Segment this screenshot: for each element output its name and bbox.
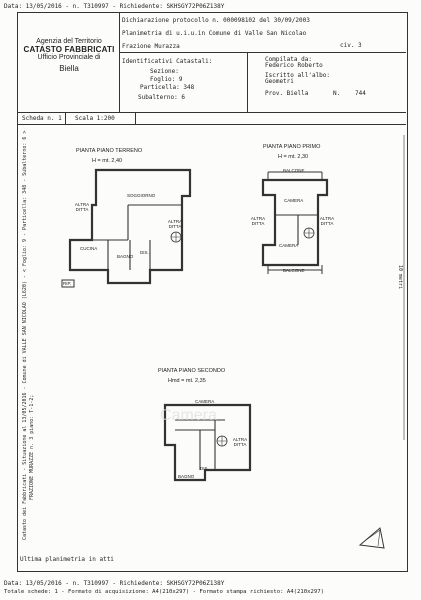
room-dis-secondo: DIS. [200,466,209,471]
header-block [17,12,406,126]
n-label: N. [333,90,341,97]
room-bagno-terreno: BAGNO [117,254,134,259]
planimetria-text: Planimetria di u.i.u.in Comune di Valle … [122,30,307,37]
sezione: Sezione: [150,68,179,75]
agency-title: Agenzia del Territorio CATASTO FABBRICAT… [20,38,118,73]
svg-text:Camera: Camera [160,407,217,424]
room-camera-secondo: CAMERA [195,399,215,404]
subalterno: Subalterno: 6 [138,94,185,101]
plan-terreno-title: PIANTA PIANO TERRENO [76,148,143,154]
compilata-title: Compilata da: [265,56,312,63]
compilata-name: Federico Roberto [265,62,323,69]
albo: Geometri [265,78,294,85]
n-value: 744 [355,90,366,97]
civ-text: civ. 3 [340,42,362,49]
room-bagno-secondo: BAGNO [178,474,195,479]
scheda: Scheda n. 1 [22,115,62,122]
agency-line2: CATASTO FABBRICATI [23,45,115,54]
bottom-stamp: Data: 13/05/2016 - n. T310997 - Richiede… [4,580,225,587]
plan-terreno-height: H = mt. 2,40 [92,158,123,164]
agency-line1: Agenzia del Territorio [36,38,102,45]
iscritto: Iscritto all'albo: [265,72,331,79]
plan-secondo-height: Hmd = mt. 2,35 [168,378,206,384]
foglio: Foglio: 9 [150,76,183,83]
room-balcone-bottom: BALCONE [283,268,305,273]
scala: Scala 1:200 [75,115,115,122]
ultima-planimetria: Ultima planimetria in atti [20,556,114,563]
room-balcone-top: BALCONE [283,168,305,173]
document-frame [17,12,408,572]
plan-primo-title: PIANTA PIANO PRIMO [263,144,321,150]
plan-secondo-title: PIANTA PIANO SECONDO [158,368,226,374]
top-stamp: Data: 13/05/2016 - n. T310997 - Richiede… [4,3,225,10]
bottom-totale: Totale schede: 1 - Formato di acquisizio… [4,589,324,595]
room-camera-primo-1: CAMERA [284,198,304,203]
frazione-text: Frazione Murazza [122,43,180,50]
room-cucina: CUCINA [80,246,98,251]
room-rip: RIP. [63,281,72,286]
room-dis-terreno: DIS. [140,250,149,255]
agency-line4: Biella [59,64,79,73]
protocol-text: Dichiarazione protocollo n. 000098102 de… [122,17,310,24]
particella: Particella: 348 [140,84,195,91]
plan-primo-height: H = mt. 2,30 [278,154,309,160]
prov: Prov. Biella [265,90,309,97]
room-soggiorno: SOGGIORNO [127,193,156,198]
room-camera-primo-2: CAMERA [279,243,299,248]
agency-line3: Ufficio Provinciale di [37,54,101,61]
identificativi-title: Identificativi Catastali: [122,58,213,65]
